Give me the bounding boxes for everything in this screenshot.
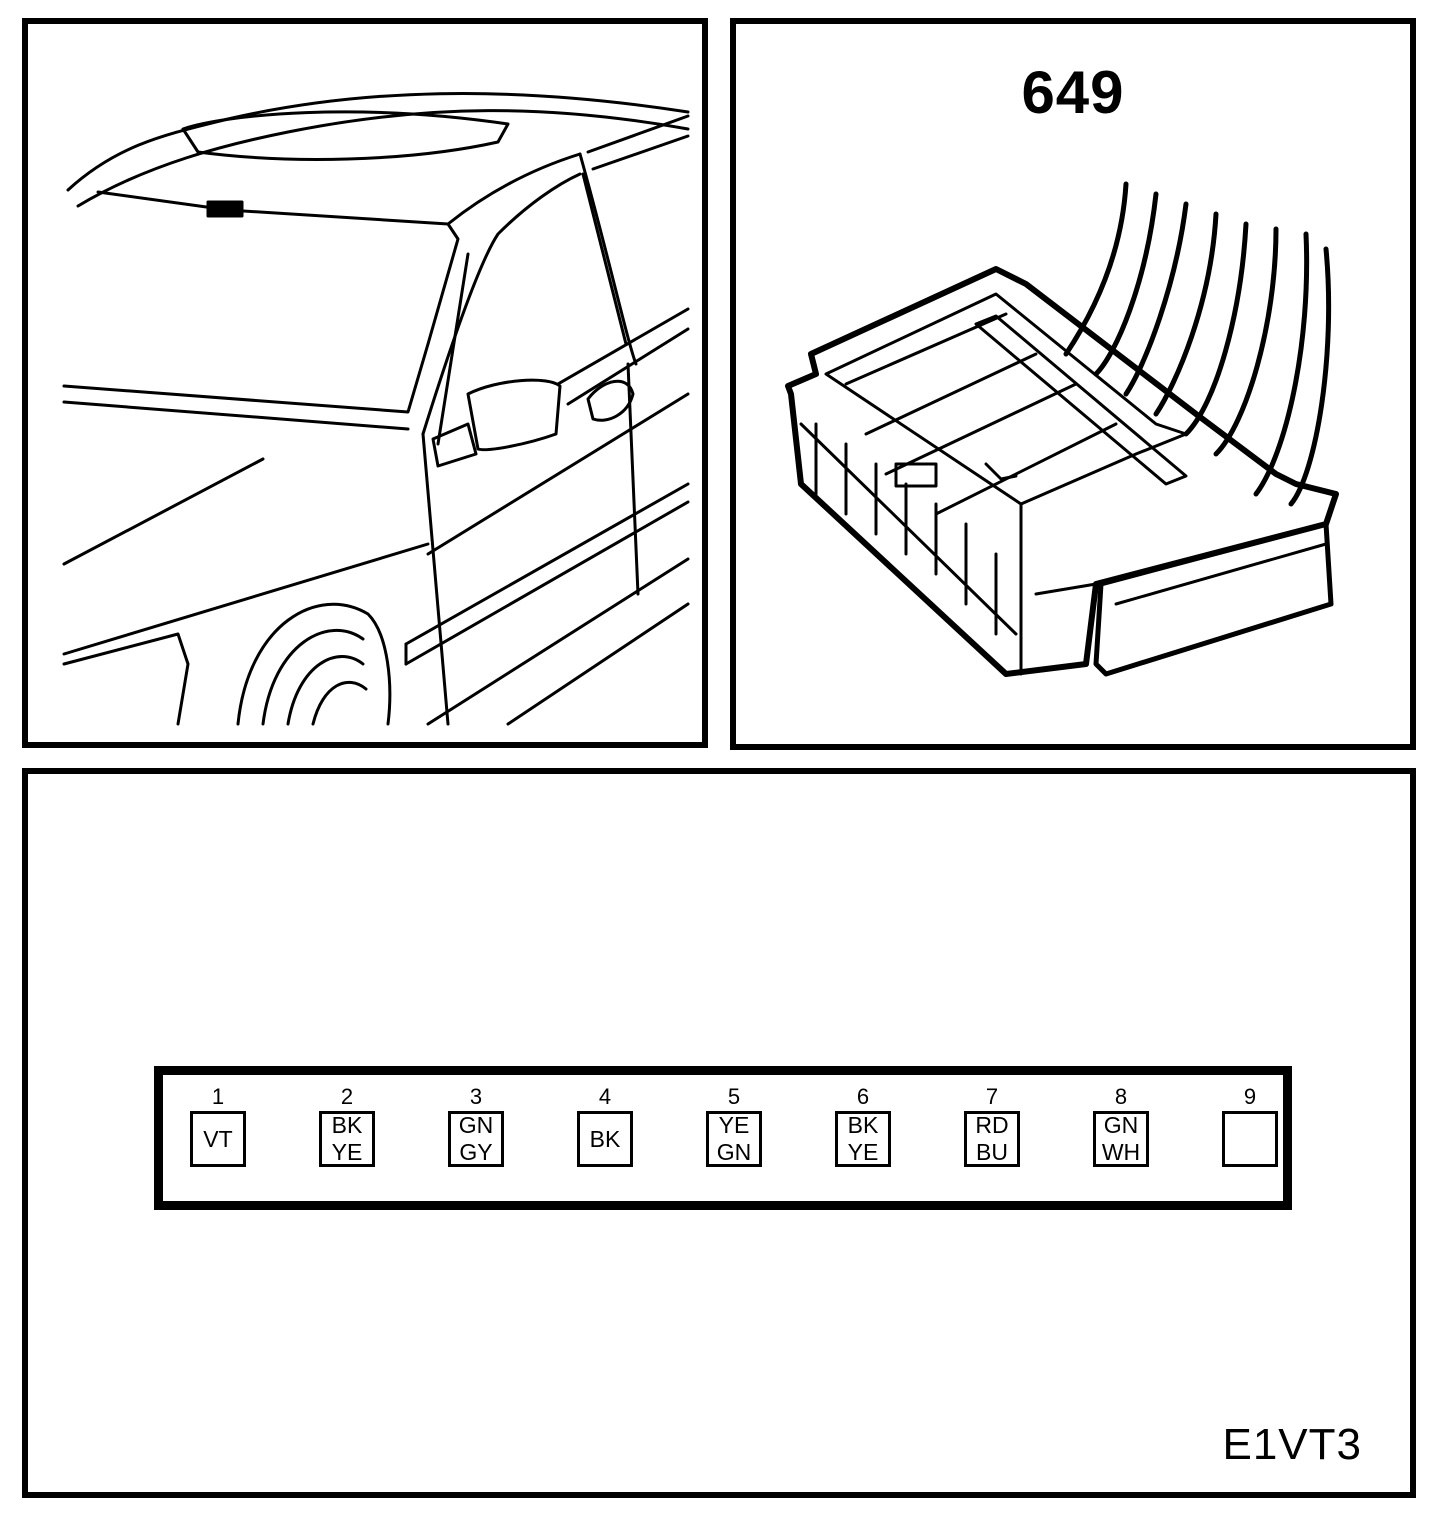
- pin-1: 1 VT: [187, 1085, 249, 1167]
- vehicle-location-panel: [22, 18, 708, 748]
- pin-wire-colors: BK: [577, 1111, 633, 1167]
- pin-2: 2 BK YE: [316, 1085, 378, 1167]
- pin-layout-panel: 1 VT 2 BK YE 3 GN GY 4 BK 5: [22, 768, 1416, 1498]
- pin-number: 7: [985, 1084, 999, 1109]
- connector-view-panel: 649: [730, 18, 1416, 750]
- vehicle-illustration: [62, 92, 690, 726]
- figure-code: E1VT3: [1222, 1420, 1362, 1469]
- pin-number: 6: [856, 1084, 870, 1109]
- pin-wire-colors: BK YE: [319, 1111, 375, 1167]
- wire-color: YE: [718, 1112, 750, 1138]
- pin-number: 1: [211, 1084, 225, 1109]
- sensor-location-mark: [206, 200, 244, 218]
- wire-color: GN: [716, 1139, 752, 1165]
- wire-color: YE: [847, 1139, 879, 1165]
- wire-color: GY: [459, 1139, 493, 1165]
- pin-8: 8 GN WH: [1090, 1085, 1152, 1167]
- wire-color: GN: [1103, 1112, 1139, 1138]
- pin-3: 3 GN GY: [445, 1085, 507, 1167]
- pin-number: 2: [340, 1084, 354, 1109]
- pin-wire-colors: YE GN: [706, 1111, 762, 1167]
- pin-number: 3: [469, 1084, 483, 1109]
- pin-number: 5: [727, 1084, 741, 1109]
- wire-color: RD: [975, 1112, 1009, 1138]
- pin-wire-colors: GN GY: [448, 1111, 504, 1167]
- pin-wire-colors: VT: [190, 1111, 246, 1167]
- pin-5: 5 YE GN: [703, 1085, 765, 1167]
- wire-color: GN: [458, 1112, 494, 1138]
- pin-number: 9: [1243, 1084, 1257, 1109]
- wire-color: BU: [976, 1139, 1008, 1165]
- pin-wire-colors: RD BU: [964, 1111, 1020, 1167]
- wire-color: YE: [331, 1139, 363, 1165]
- pin-4: 4 BK: [574, 1085, 636, 1167]
- connector-number: 649: [1021, 59, 1125, 126]
- pin-wire-colors: [1222, 1111, 1278, 1167]
- wire-color: WH: [1101, 1139, 1141, 1165]
- wire-color: BK: [847, 1112, 879, 1138]
- pin-wire-colors: GN WH: [1093, 1111, 1149, 1167]
- wire-color: BK: [331, 1112, 363, 1138]
- connector-illustration: [785, 181, 1339, 677]
- pin-number: 4: [598, 1084, 612, 1109]
- pin-6: 6 BK YE: [832, 1085, 894, 1167]
- pin-7: 7 RD BU: [961, 1085, 1023, 1167]
- connector-pin-strip: 1 VT 2 BK YE 3 GN GY 4 BK 5: [154, 1066, 1292, 1210]
- pin-9: 9: [1219, 1085, 1281, 1167]
- wire-color: VT: [203, 1125, 233, 1152]
- pin-wire-colors: BK YE: [835, 1111, 891, 1167]
- wire-color: BK: [589, 1125, 621, 1152]
- pin-number: 8: [1114, 1084, 1128, 1109]
